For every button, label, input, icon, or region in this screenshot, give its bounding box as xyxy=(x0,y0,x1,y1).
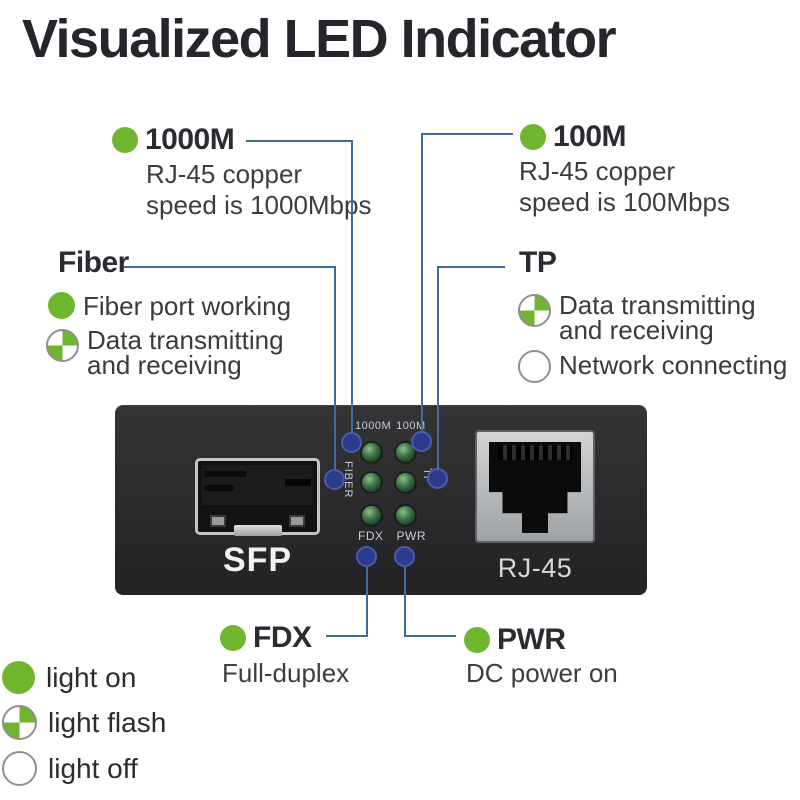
label-pwr-title: PWR xyxy=(497,623,566,656)
fiber-item-working: Fiber port working xyxy=(48,292,328,321)
legend-light-on-text: light on xyxy=(46,661,137,693)
led-fdx xyxy=(362,506,381,525)
legend-item-light-off: light off xyxy=(2,751,166,786)
led-label-1000m: 1000M xyxy=(355,420,392,432)
led-top-labels: 1000M 100M xyxy=(355,420,426,432)
page-title: Visualized LED Indicator xyxy=(22,9,617,69)
connector-line-fiber-v xyxy=(334,266,336,480)
led-pwr xyxy=(396,506,415,525)
sfp-cage-detail xyxy=(285,479,311,486)
connector-dot-tp xyxy=(427,468,448,489)
led-on-icon xyxy=(220,625,246,651)
connector-line-1000m-v xyxy=(351,140,353,443)
label-tp-title: TP xyxy=(519,246,557,279)
connector-line-tp-h xyxy=(437,266,505,268)
legend: light on light flash light off xyxy=(2,661,166,786)
connector-line-100m-v xyxy=(421,133,423,442)
tp-item-off-text: Network connecting xyxy=(559,350,788,380)
led-bottom-labels: FDX PWR xyxy=(358,529,426,543)
label-100m-desc-line2: speed is 100Mbps xyxy=(519,187,731,217)
led-tp xyxy=(396,473,415,492)
connector-line-fdx-h xyxy=(326,635,368,637)
legend-light-off-text: light off xyxy=(48,752,138,784)
fiber-item-working-text: Fiber port working xyxy=(83,291,292,321)
connector-dot-fiber xyxy=(324,469,345,490)
led-on-icon xyxy=(112,127,138,153)
led-on-icon xyxy=(48,292,75,319)
label-fdx-desc: Full-duplex xyxy=(222,658,350,688)
label-100m-desc-line1: RJ-45 copper xyxy=(519,156,676,186)
led-off-icon xyxy=(2,751,37,786)
connector-line-1000m-h xyxy=(246,140,353,142)
label-fdx: FDX xyxy=(220,622,312,654)
led-on-icon xyxy=(464,627,490,653)
label-1000m-desc: RJ-45 copper speed is 1000Mbps xyxy=(146,159,371,221)
led-flash-icon xyxy=(2,705,37,740)
led-flash-icon xyxy=(518,294,551,327)
led-label-fiber: FIBER xyxy=(342,461,354,499)
tp-item-off: Network connecting xyxy=(518,350,798,383)
fiber-item-flash: Data transmitting and receiving xyxy=(46,325,292,380)
sfp-cage-clip xyxy=(289,515,305,527)
connector-line-100m-h xyxy=(421,133,513,135)
led-label-100m: 100M xyxy=(396,420,426,432)
label-100m: 100M xyxy=(520,120,627,153)
connector-line-fiber-h xyxy=(124,266,336,268)
connector-dot-fdx xyxy=(356,546,377,567)
legend-item-light-flash: light flash xyxy=(2,705,166,740)
label-1000m: 1000M xyxy=(112,123,235,156)
label-100m-title: 100M xyxy=(553,120,627,153)
label-1000m-title: 1000M xyxy=(145,123,235,156)
connector-dot-pwr xyxy=(394,546,415,567)
led-flash-icon xyxy=(46,329,79,362)
led-100m xyxy=(396,443,415,462)
legend-light-flash-text: light flash xyxy=(48,706,167,738)
rj45-port-label: RJ-45 xyxy=(497,553,573,583)
led-on-icon xyxy=(2,661,35,694)
connector-dot-100m xyxy=(411,431,432,452)
led-label-fdx: FDX xyxy=(358,529,384,543)
led-off-icon xyxy=(518,350,551,383)
rj45-port xyxy=(475,430,595,543)
led-label-pwr: PWR xyxy=(396,529,426,543)
rj45-pins xyxy=(497,445,573,461)
connector-line-pwr-h xyxy=(404,635,456,637)
led-1000m xyxy=(362,443,381,462)
tp-item-flash-text: Data transmitting and receiving xyxy=(559,290,756,345)
connector-line-pwr-v xyxy=(404,556,406,637)
fiber-item-flash-text: Data transmitting and receiving xyxy=(87,325,284,380)
sfp-cage-clip xyxy=(210,515,226,527)
connector-line-tp-v xyxy=(437,266,439,479)
legend-item-light-on: light on xyxy=(2,661,166,694)
label-pwr-desc: DC power on xyxy=(466,658,618,688)
label-pwr: PWR xyxy=(464,624,566,656)
label-1000m-desc-line2: speed is 1000Mbps xyxy=(146,190,372,220)
sfp-cage-detail xyxy=(204,485,234,491)
label-fdx-title: FDX xyxy=(253,621,312,654)
led-fiber xyxy=(362,473,381,492)
label-fiber-title: Fiber xyxy=(58,246,129,279)
label-100m-desc: RJ-45 copper speed is 100Mbps xyxy=(519,156,730,218)
device-panel: SFP 1000M 100M FIBER TP FDX PWR RJ-45 xyxy=(115,405,647,595)
sfp-latch xyxy=(233,525,282,536)
led-on-icon xyxy=(520,124,546,150)
label-1000m-desc-line1: RJ-45 copper xyxy=(146,159,303,189)
sfp-port-label: SFP xyxy=(222,541,293,579)
connector-dot-1000m xyxy=(341,432,362,453)
sfp-cage-detail xyxy=(204,471,246,477)
sfp-cage xyxy=(195,458,320,536)
connector-line-fdx-v xyxy=(366,556,368,637)
tp-item-flash: Data transmitting and receiving xyxy=(518,290,764,345)
